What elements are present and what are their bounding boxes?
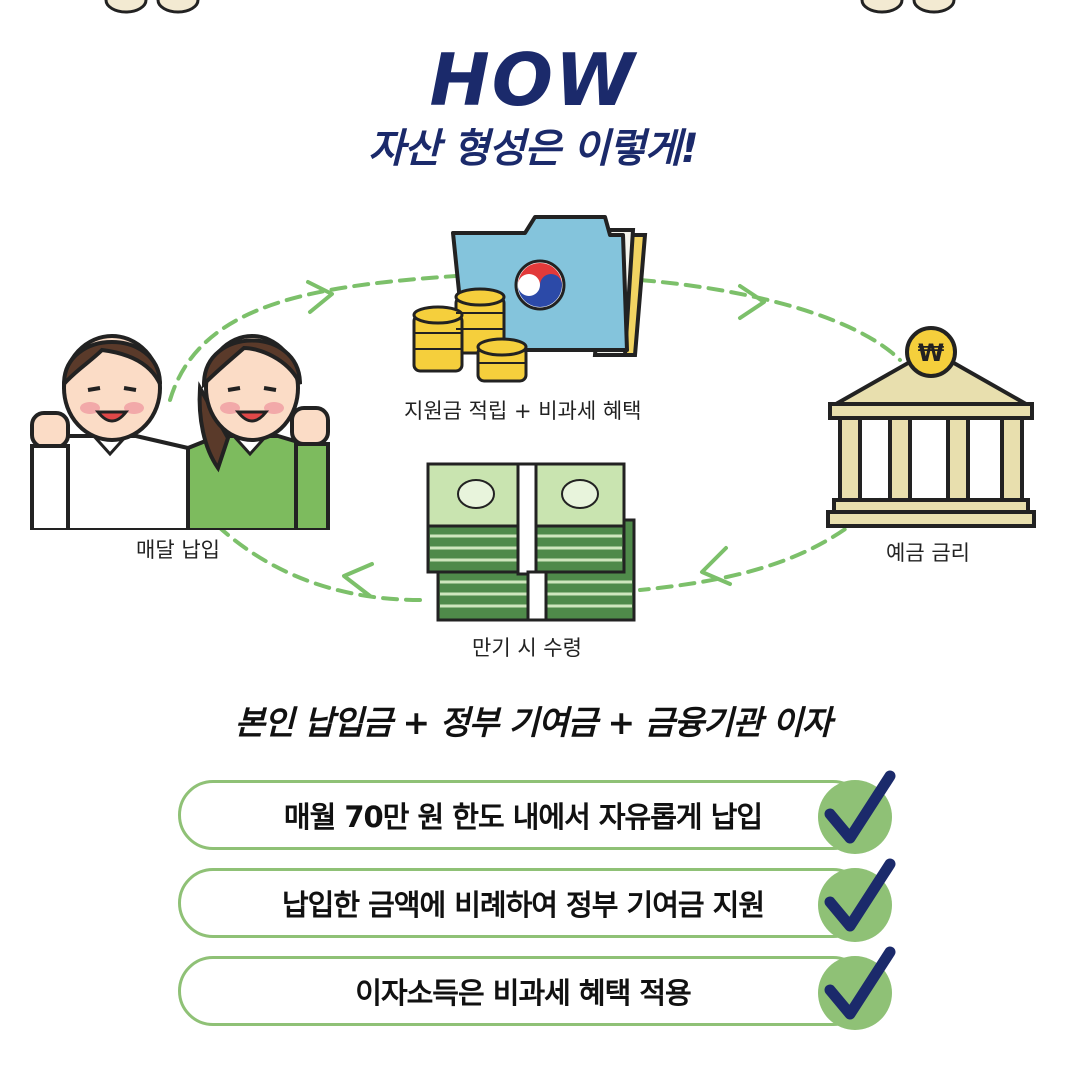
decor-eyes-left-icon [104, 0, 200, 14]
formula-heading: 본인 납입금 + 정부 기여금 + 금융기관 이자 [234, 703, 832, 742]
support-caption: 지원금 적립 + 비과세 혜택 [404, 399, 642, 423]
benefit-item: 납입한 금액에 비례하여 정부 기여금 지원 [178, 868, 868, 938]
page-subtitle: 자산 형성은 이렇게! [368, 126, 699, 172]
benefit-label: 매월 70만 원 한도 내에서 자유롭게 납입 [283, 800, 763, 834]
page-title: HOW [429, 38, 637, 122]
young-people-icon [30, 334, 330, 530]
check-icon [818, 858, 896, 942]
benefit-label: 납입한 금액에 비례하여 정부 기여금 지원 [281, 888, 765, 922]
cycle-arrows [168, 273, 902, 602]
benefit-label: 이자소득은 비과세 혜택 적용 [355, 976, 691, 1010]
monthly-caption: 매달 납입 [136, 538, 220, 562]
benefit-item: 매월 70만 원 한도 내에서 자유롭게 납입 [178, 780, 868, 850]
bank-icon: ₩ [826, 326, 1036, 528]
check-icon [818, 946, 896, 1030]
coin-stack-icon [412, 287, 528, 383]
decor-eyes-right-icon [860, 0, 956, 14]
benefit-item: 이자소득은 비과세 혜택 적용 [178, 956, 868, 1026]
money-bundle-icon [426, 462, 636, 622]
government-folder-icon [451, 215, 648, 357]
maturity-caption: 만기 시 수령 [472, 636, 582, 660]
check-icon [818, 770, 896, 854]
svg-text:₩: ₩ [918, 339, 945, 367]
deposit-caption: 예금 금리 [886, 541, 970, 565]
